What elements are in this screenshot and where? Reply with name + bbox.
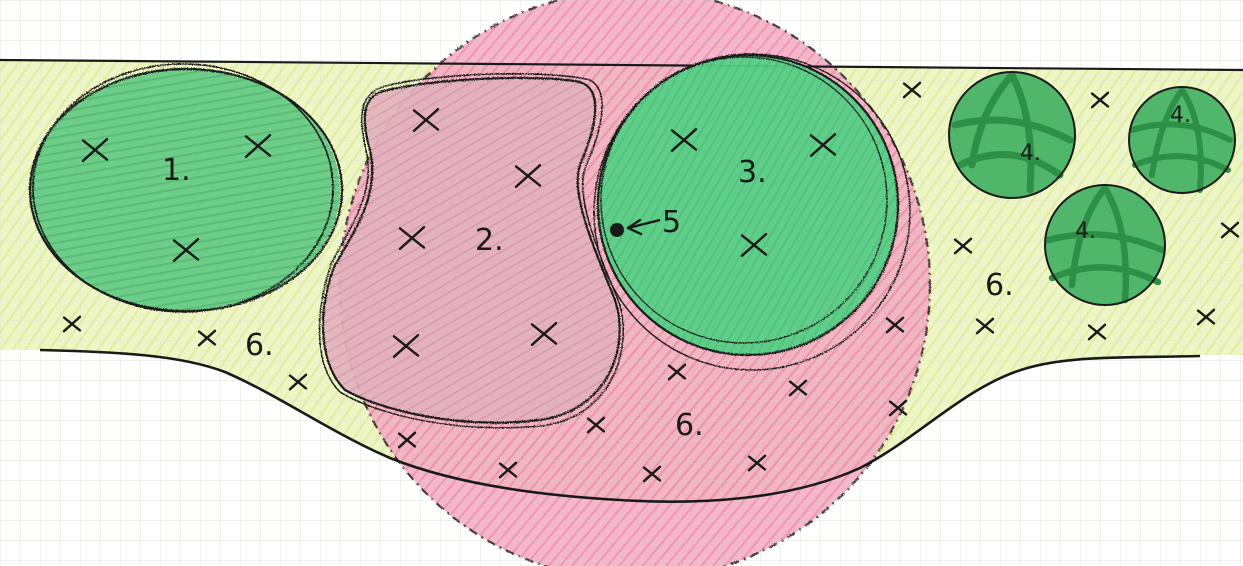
label-3: 3.	[738, 155, 767, 190]
plant-cross-marker	[809, 132, 837, 158]
label-6-center: 6.	[675, 408, 704, 443]
plant-cross-marker	[788, 379, 808, 397]
plant-cross-marker	[244, 133, 272, 159]
shrub-1	[28, 63, 344, 313]
plant-cross-marker	[62, 315, 82, 333]
shrub-group-2	[318, 73, 624, 429]
plant-cross-marker	[586, 416, 606, 434]
plant-cross-marker	[670, 127, 698, 153]
label-4a: 4.	[1020, 141, 1041, 166]
tree-trunk-marker	[610, 218, 661, 237]
plant-cross-marker	[197, 329, 217, 347]
plant-cross-marker	[1087, 323, 1107, 341]
plant-cross-marker	[953, 237, 973, 255]
plant-cross-marker	[288, 373, 308, 391]
plant-cross-marker	[81, 137, 109, 163]
label-4c: 4.	[1075, 219, 1096, 244]
plant-cross-marker	[642, 465, 662, 483]
plant-cross-marker	[412, 107, 440, 133]
plant-cross-marker	[1090, 91, 1110, 109]
plant-cross-marker	[498, 461, 518, 479]
plant-cross-marker	[1220, 221, 1240, 239]
label-1: 1.	[162, 153, 191, 188]
top-boundary-line	[0, 58, 1243, 72]
plant-cross-marker	[747, 454, 767, 472]
plant-cross-marker	[392, 334, 420, 358]
plant-cross-marker	[667, 363, 687, 381]
plant-cross-marker	[397, 431, 417, 449]
label-4b: 4.	[1170, 103, 1191, 128]
plant-cross-marker	[888, 399, 908, 417]
plant-cross-marker	[514, 163, 542, 189]
plant-cross-marker	[975, 317, 995, 335]
globe-shrub-4a	[948, 71, 1076, 199]
plant-position-markers	[62, 81, 1240, 483]
plant-cross-marker	[885, 316, 905, 334]
plant-cross-marker	[1196, 308, 1216, 326]
label-5: 5	[662, 205, 681, 240]
globe-shrub-4b	[1128, 86, 1236, 194]
label-6-left: 6.	[245, 328, 274, 363]
bottom-boundary-line	[39, 348, 1201, 503]
plant-cross-marker	[740, 232, 768, 258]
globe-shrub-4c	[1044, 184, 1166, 306]
plant-cross-marker	[172, 237, 200, 262]
plant-cross-marker	[530, 322, 558, 346]
plant-cross-marker	[902, 81, 922, 99]
label-6-right: 6.	[985, 268, 1014, 303]
label-2: 2.	[475, 223, 504, 258]
plant-cross-marker	[398, 225, 426, 251]
